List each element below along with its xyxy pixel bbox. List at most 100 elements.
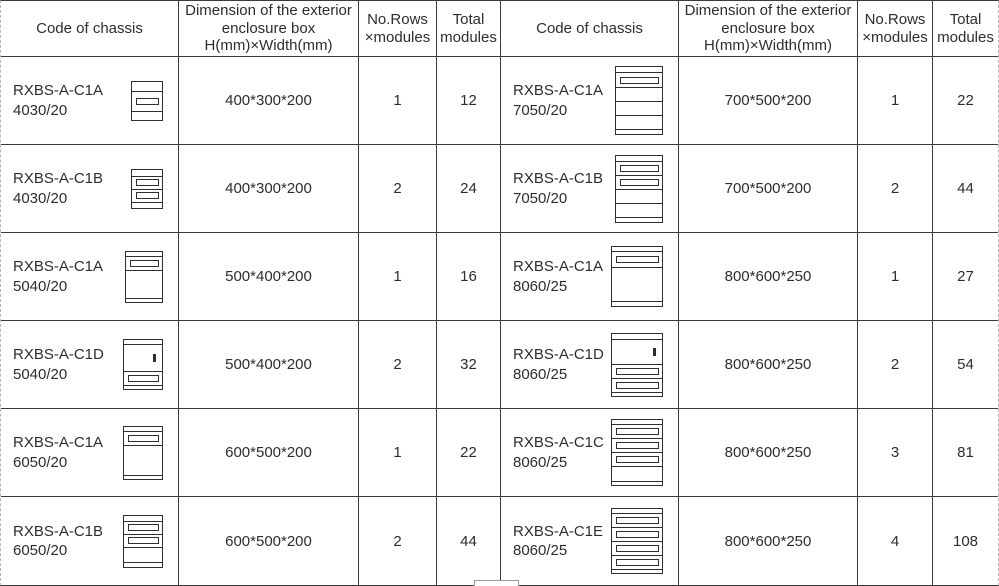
header-code-of-chassis: Code of chassis (1, 1, 179, 57)
panel-segment (616, 87, 662, 101)
panel-segment (124, 444, 162, 475)
enclosure-box-1row-icon (125, 250, 163, 303)
total-modules-cell: 22 (437, 409, 501, 497)
chassis-code-cell: RXBS-A-C1E 8060/25 (501, 497, 679, 585)
module-strip (135, 179, 159, 186)
module-row-segment (616, 174, 662, 189)
enclosure-box-3row-icon (611, 419, 663, 486)
chassis-code: RXBS-A-C1B 4030/20 (13, 170, 104, 207)
module-row-segment (124, 520, 162, 534)
module-row-segment (132, 188, 162, 202)
chassis-code-cell: RXBS-A-C1D 8060/25 (501, 321, 679, 409)
panel-segment (132, 201, 162, 208)
rows-modules-cell: 2 (359, 321, 437, 409)
chassis-code: RXBS-A-C1E 8060/25 (513, 522, 604, 560)
rows-modules-cell: 2 (359, 497, 437, 585)
module-row-segment (126, 255, 162, 270)
chassis-code-cell: RXBS-A-C1B 6050/20 (1, 497, 179, 585)
module-strip (127, 537, 159, 544)
module-row-segment (616, 160, 662, 175)
module-row-segment (124, 430, 162, 445)
chassis-code-cell: RXBS-A-C1A 7050/20 (501, 57, 679, 145)
panel-segment (132, 82, 162, 91)
dimension-cell: 600*500*200 (179, 497, 359, 585)
module-row-segment (616, 72, 662, 87)
enclosure-box-1row-icon (615, 66, 663, 135)
rows-modules-cell: 2 (858, 321, 933, 409)
module-strip (615, 367, 659, 375)
panel-segment (126, 269, 162, 298)
total-modules-cell: 12 (437, 57, 501, 145)
module-row-segment (612, 438, 662, 452)
rows-modules-cell: 1 (359, 409, 437, 497)
door-segment (124, 344, 162, 371)
panel-segment (612, 481, 662, 485)
chassis-code-cell: RXBS-A-C1A 8060/25 (501, 233, 679, 321)
chassis-code: RXBS-A-C1B 7050/20 (513, 170, 604, 207)
rows-modules-cell: 1 (359, 57, 437, 145)
module-strip (615, 442, 659, 449)
total-modules-cell: 27 (933, 233, 998, 321)
panel-segment (132, 110, 162, 120)
chassis-code-cell: RXBS-A-C1A 4030/20 (1, 57, 179, 145)
module-row-segment (612, 513, 662, 527)
chassis-code-cell: RXBS-A-C1A 5040/20 (1, 233, 179, 321)
module-row-segment (612, 527, 662, 541)
total-modules-cell: 16 (437, 233, 501, 321)
dimension-cell: 500*400*200 (179, 321, 359, 409)
panel-segment (124, 474, 162, 479)
panel-segment (124, 385, 162, 389)
panel-segment (616, 129, 662, 134)
rows-modules-cell: 1 (858, 233, 933, 321)
rows-modules-cell: 2 (858, 145, 933, 233)
module-row-segment (132, 175, 162, 189)
module-row-segment (132, 90, 162, 111)
total-modules-cell: 32 (437, 321, 501, 409)
module-row-segment (612, 424, 662, 438)
chassis-code: RXBS-A-C1B 6050/20 (13, 522, 104, 560)
module-row-segment (612, 555, 662, 569)
module-strip (615, 256, 659, 263)
total-modules-cell: 44 (437, 497, 501, 585)
dimension-cell: 800*600*250 (679, 233, 858, 321)
chassis-code: RXBS-A-C1C 8060/25 (513, 434, 604, 471)
dimension-cell: 800*600*250 (679, 321, 858, 409)
chassis-code-cell: RXBS-A-C1B 7050/20 (501, 145, 679, 233)
enclosure-box-2row-icon (131, 168, 163, 209)
dimension-cell: 700*500*200 (679, 145, 858, 233)
page-edge-artifact (474, 580, 519, 586)
chassis-code: RXBS-A-C1A 6050/20 (13, 434, 104, 471)
dimension-cell: 700*500*200 (679, 57, 858, 145)
module-row-segment (612, 251, 662, 267)
panel-segment (612, 301, 662, 306)
total-modules-cell: 44 (933, 145, 998, 233)
enclosure-box-1row-icon (611, 246, 663, 307)
chassis-code-cell: RXBS-A-C1B 4030/20 (1, 145, 179, 233)
chassis-code-cell: RXBS-A-C1C 8060/25 (501, 409, 679, 497)
module-strip (619, 164, 659, 172)
panel-segment (126, 297, 162, 302)
panel-segment (616, 216, 662, 222)
total-modules-cell: 108 (952, 532, 979, 550)
module-strip (129, 259, 159, 267)
rows-modules-cell: 3 (858, 409, 933, 497)
module-strip (619, 76, 659, 84)
module-strip (615, 517, 659, 524)
module-strip (615, 559, 659, 566)
enclosure-box-door-icon (611, 332, 663, 397)
header-total-modules: Total modules (437, 1, 501, 57)
enclosure-box-2row-icon (123, 514, 163, 568)
module-row-segment (612, 541, 662, 555)
module-strip (615, 545, 659, 552)
enclosure-box-1row-icon (123, 425, 163, 480)
chassis-code-cell: RXBS-A-C1A 6050/20 (1, 409, 179, 497)
header-total-modules: Total modules (933, 1, 998, 57)
door-segment (612, 338, 662, 364)
chassis-code: RXBS-A-C1D 5040/20 (13, 346, 104, 383)
module-strip (127, 375, 159, 382)
panel-segment (616, 188, 662, 203)
panel-segment (612, 569, 662, 573)
module-strip (615, 531, 659, 538)
rows-modules-cell: 2 (359, 145, 437, 233)
